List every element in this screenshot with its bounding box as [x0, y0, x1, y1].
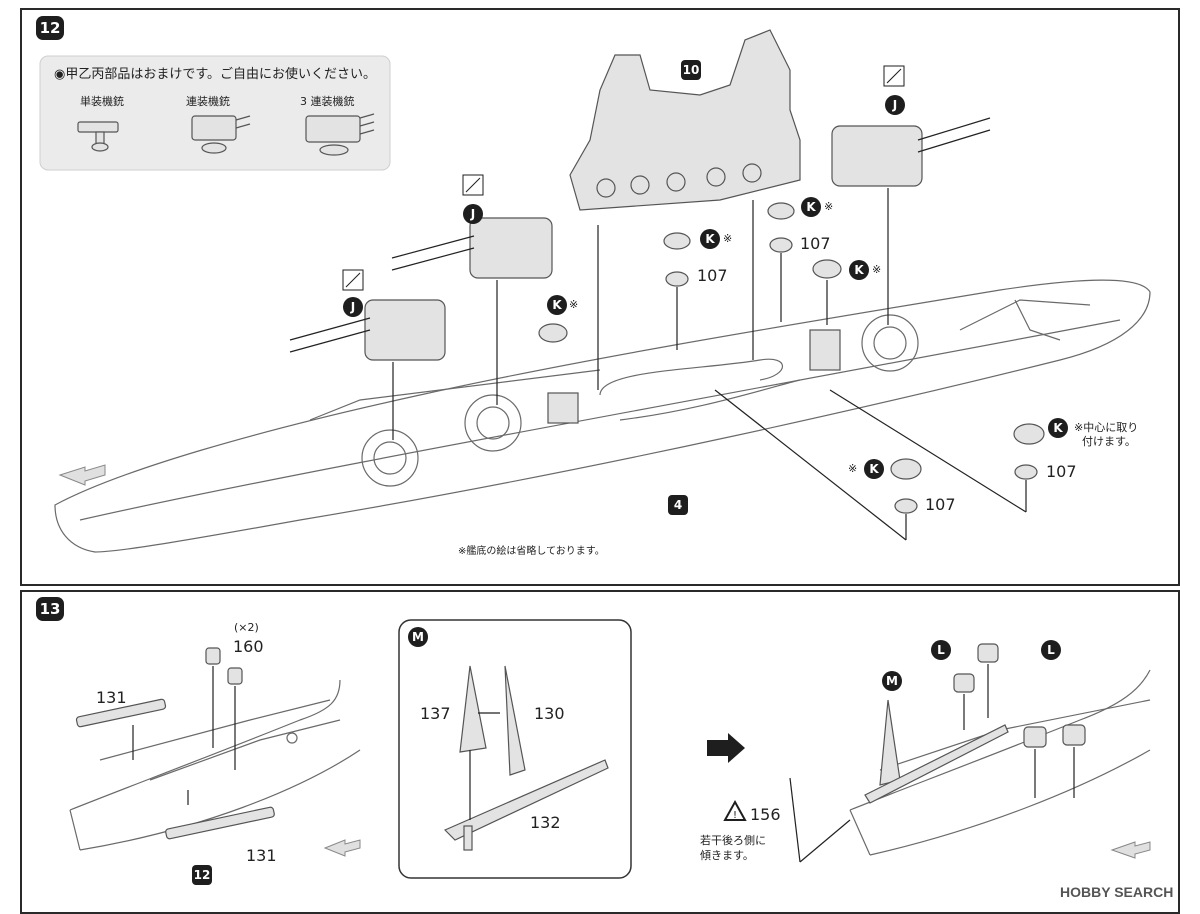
part-160-label: 160 — [233, 637, 264, 656]
hobby-search-watermark: HOBBY SEARCH — [1060, 884, 1174, 900]
part-107-d: 107 — [925, 495, 956, 514]
bonus-parts-note: ◉甲乙丙部品はおまけです。ご自由にお使いください。 — [54, 67, 377, 82]
part-k-3 — [767, 202, 795, 253]
part-l-c — [1023, 726, 1047, 748]
part-130-label: 130 — [534, 704, 565, 723]
asterisk-6: ※ — [848, 462, 858, 475]
direction-arrow-right-icon — [1110, 841, 1151, 859]
part-107-b: 107 — [800, 234, 831, 253]
part-k-label-1: K — [547, 295, 567, 315]
asterisk-4: ※ — [872, 263, 882, 276]
part-k-4 — [812, 259, 842, 279]
asterisk-1: ※ — [569, 298, 579, 311]
part-k-2 — [663, 232, 691, 287]
part-j-rear: J — [343, 297, 363, 317]
part-107-c: 107 — [1046, 462, 1077, 481]
twin-mg-icon — [191, 115, 251, 154]
part-131-top — [75, 698, 167, 728]
asterisk-2: ※ — [723, 232, 733, 245]
part-m-assembled: M — [882, 671, 902, 691]
mast-installed — [879, 699, 901, 786]
part-131-top-label: 131 — [96, 688, 127, 707]
part-131-bottom-label: 131 — [246, 846, 277, 865]
triple-mg-label: 3 連装機銃 — [300, 95, 355, 108]
twin-mg-label: 連装機銃 — [186, 95, 230, 108]
tilt-note-line1: 若干後ろ側に — [700, 834, 766, 847]
center-mount-note-line1: ※中心に取り — [1074, 421, 1139, 434]
main-turret-middle — [391, 217, 553, 279]
main-turret-rear — [289, 299, 446, 361]
hull-step12 — [54, 279, 1151, 553]
step-12-number: 12 — [36, 16, 64, 40]
part-m-callout: M — [408, 627, 428, 647]
part-j-front: J — [885, 95, 905, 115]
part-l-b — [977, 643, 999, 663]
ref-step-12: 12 — [192, 865, 212, 885]
ref-step-4: 4 — [668, 495, 688, 515]
part-160-qty: (×2) — [234, 621, 259, 634]
part-k-label-4: K — [849, 260, 869, 280]
superstructure — [569, 29, 801, 211]
center-mount-note-line2: 付けます。 — [1082, 435, 1136, 448]
part-131-bottom — [165, 806, 275, 840]
part-k-6 — [890, 458, 922, 514]
part-160-a — [205, 647, 221, 665]
svg-text:!: ! — [733, 810, 737, 821]
mast-parts — [443, 665, 609, 851]
direction-arrow-left-icon — [323, 839, 361, 857]
single-mg-icon — [77, 121, 119, 152]
part-156-label: 156 — [750, 805, 781, 824]
part-156-rod — [789, 777, 801, 863]
bonus-parts-panel — [39, 55, 391, 171]
part-k-1 — [538, 323, 568, 343]
asterisk-3: ※ — [824, 200, 834, 213]
step-13-number: 13 — [36, 597, 64, 621]
hull-bottom-note: ※艦底の絵は省略しております。 — [458, 546, 605, 557]
part-k-label-5: K — [1048, 418, 1068, 438]
part-k-5 — [1013, 423, 1045, 480]
part-j-middle: J — [463, 204, 483, 224]
main-turret-front — [831, 117, 991, 187]
cutter-icon — [342, 65, 905, 291]
part-107-a: 107 — [697, 266, 728, 285]
part-k-label-6: K — [864, 459, 884, 479]
part-l-d — [1062, 724, 1086, 746]
step12-frame — [20, 8, 1180, 586]
tilt-note-line2: 傾きます。 — [700, 849, 754, 862]
part-l-a — [953, 673, 975, 693]
part-k-label-2: K — [700, 229, 720, 249]
part-132-label: 132 — [530, 813, 561, 832]
hull-step13-left — [69, 679, 361, 851]
part-l-label-1: L — [931, 640, 951, 660]
next-step-arrow-icon — [707, 733, 745, 763]
part-160-b — [227, 667, 243, 685]
single-mg-label: 単装機銃 — [80, 95, 124, 108]
ref-step-10: 10 — [681, 60, 701, 80]
part-l-label-2: L — [1041, 640, 1061, 660]
part-k-label-3: K — [801, 197, 821, 217]
part-137-label: 137 — [420, 704, 451, 723]
triple-mg-icon — [305, 113, 375, 156]
warning-icon — [723, 799, 747, 821]
mast-callout-box — [398, 619, 632, 879]
direction-arrow-icon — [58, 464, 106, 486]
